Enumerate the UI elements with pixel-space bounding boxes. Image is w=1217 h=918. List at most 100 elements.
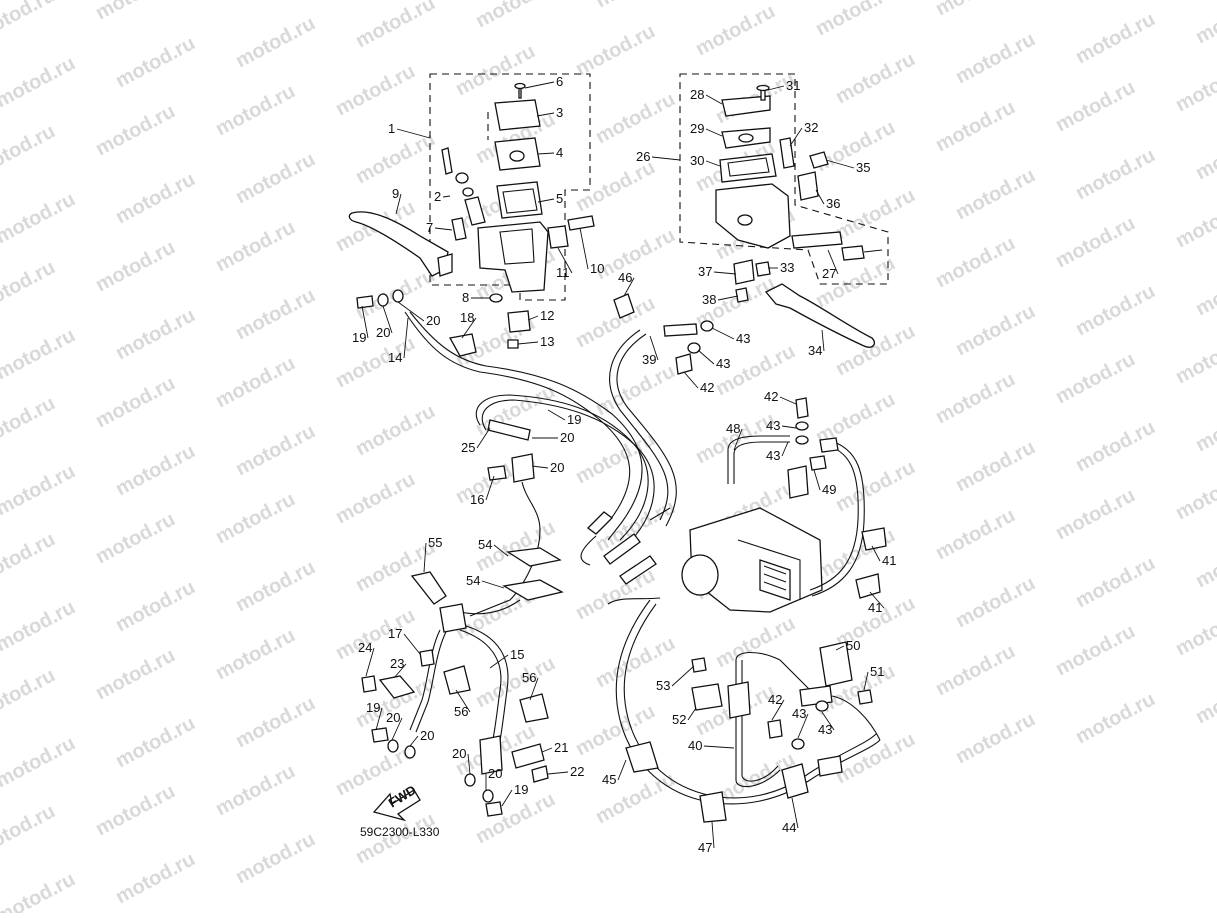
callout-26: 26: [636, 149, 650, 164]
watermark-text: motod.ru: [352, 400, 439, 460]
bolt-53: [692, 658, 706, 672]
leader-line: [684, 372, 698, 388]
watermark-text: motod.ru: [0, 52, 79, 112]
callout-23: 23: [390, 656, 404, 671]
callout-24: 24: [358, 640, 372, 655]
pipe-40-fitting: [728, 682, 750, 718]
watermark-text: motod.ru: [952, 572, 1039, 632]
watermark-text: motod.ru: [1192, 0, 1217, 48]
holder-11: [548, 226, 568, 248]
plate-29-hole: [739, 134, 753, 142]
watermark-text: motod.ru: [952, 436, 1039, 496]
watermark-text: motod.ru: [932, 96, 1019, 156]
watermark-text: motod.ru: [812, 252, 899, 312]
watermark-text: motod.ru: [92, 780, 179, 840]
callout-19: 19: [352, 330, 366, 345]
callout-20: 20: [376, 325, 390, 340]
callout-54: 54: [466, 573, 480, 588]
watermark-text: motod.ru: [832, 728, 919, 788]
callout-43: 43: [818, 722, 832, 737]
watermark-text: motod.ru: [232, 692, 319, 752]
watermark-text: motod.ru: [332, 604, 419, 664]
clamp-56a: [444, 666, 470, 694]
washer-43c: [796, 422, 808, 430]
callout-38: 38: [702, 292, 716, 307]
leader-line: [435, 228, 452, 230]
leader-line: [706, 95, 722, 104]
bolt-22: [532, 766, 548, 782]
callout-56: 56: [522, 670, 536, 685]
callout-42: 42: [700, 380, 714, 395]
leader-line: [714, 272, 736, 274]
callout-43: 43: [766, 448, 780, 463]
callout-31: 31: [786, 78, 800, 93]
callout-43: 43: [792, 706, 806, 721]
callout-22: 22: [570, 764, 584, 779]
leader-line: [618, 760, 626, 780]
watermark-text: motod.ru: [212, 624, 299, 684]
joint-16-body: [512, 454, 534, 482]
watermark-text: motod.ru: [0, 732, 79, 792]
callout-53: 53: [656, 678, 670, 693]
leader-line: [482, 581, 504, 588]
watermark-text: motod.ru: [692, 0, 779, 60]
callout-20: 20: [452, 746, 466, 761]
watermark-text: motod.ru: [472, 0, 559, 32]
watermark-text: motod.ru: [92, 100, 179, 160]
watermark-text: motod.ru: [0, 392, 59, 452]
callout-35: 35: [856, 160, 870, 175]
switch-12: [508, 311, 530, 332]
washer-20c: [388, 740, 398, 752]
callout-5: 5: [556, 191, 563, 206]
watermark-text: motod.ru: [1072, 688, 1159, 748]
watermark-text: motod.ru: [1172, 192, 1217, 252]
watermark-text: motod.ru: [1072, 144, 1159, 204]
leader-line: [538, 153, 554, 154]
union-bolt-19b: [372, 728, 388, 742]
leader-line: [672, 666, 694, 686]
leader-line: [780, 397, 796, 404]
hose-right-fitting: [820, 438, 838, 452]
callout-50: 50: [846, 638, 860, 653]
watermark-text: motod.ru: [0, 120, 59, 180]
screw-31-head: [757, 86, 769, 91]
clamp-45: [626, 742, 658, 772]
leader-line: [542, 748, 552, 752]
callout-39: 39: [642, 352, 656, 367]
callout-3: 3: [556, 105, 563, 120]
leader-line: [398, 302, 424, 321]
washer-20f: [483, 790, 493, 802]
callout-49: 49: [822, 482, 836, 497]
callout-37: 37: [698, 264, 712, 279]
watermark-text: motod.ru: [592, 360, 679, 420]
watermark-text: motod.ru: [0, 324, 79, 384]
callout-55: 55: [428, 535, 442, 550]
leader-line: [782, 442, 788, 456]
screw-13: [508, 340, 518, 348]
leader-line: [548, 772, 568, 774]
watermark-text: motod.ru: [212, 0, 299, 4]
pipe-48-edge: [734, 442, 790, 484]
callout-21: 21: [554, 740, 568, 755]
callout-51: 51: [870, 664, 884, 679]
watermark-text: motod.ru: [112, 712, 199, 772]
watermark-text: motod.ru: [832, 456, 919, 516]
callout-9: 9: [392, 186, 399, 201]
watermark-text: motod.ru: [212, 80, 299, 140]
watermark-text: motod.ru: [232, 828, 319, 888]
holder-36: [798, 172, 818, 200]
leader-line: [652, 157, 680, 160]
callout-13: 13: [540, 334, 554, 349]
watermark-text: motod.ru: [952, 164, 1039, 224]
joint-block: [788, 466, 808, 498]
callout-27: 27: [822, 266, 836, 281]
watermark-text: motod.ru: [352, 0, 439, 52]
piston-rod-2: [442, 148, 452, 174]
washer-43b: [688, 343, 700, 353]
callout-29: 29: [690, 121, 704, 136]
watermark-text: motod.ru: [1072, 8, 1159, 68]
callout-20: 20: [488, 766, 502, 781]
watermark-text: motod.ru: [932, 0, 1019, 20]
watermark-text: motod.ru: [1052, 348, 1139, 408]
